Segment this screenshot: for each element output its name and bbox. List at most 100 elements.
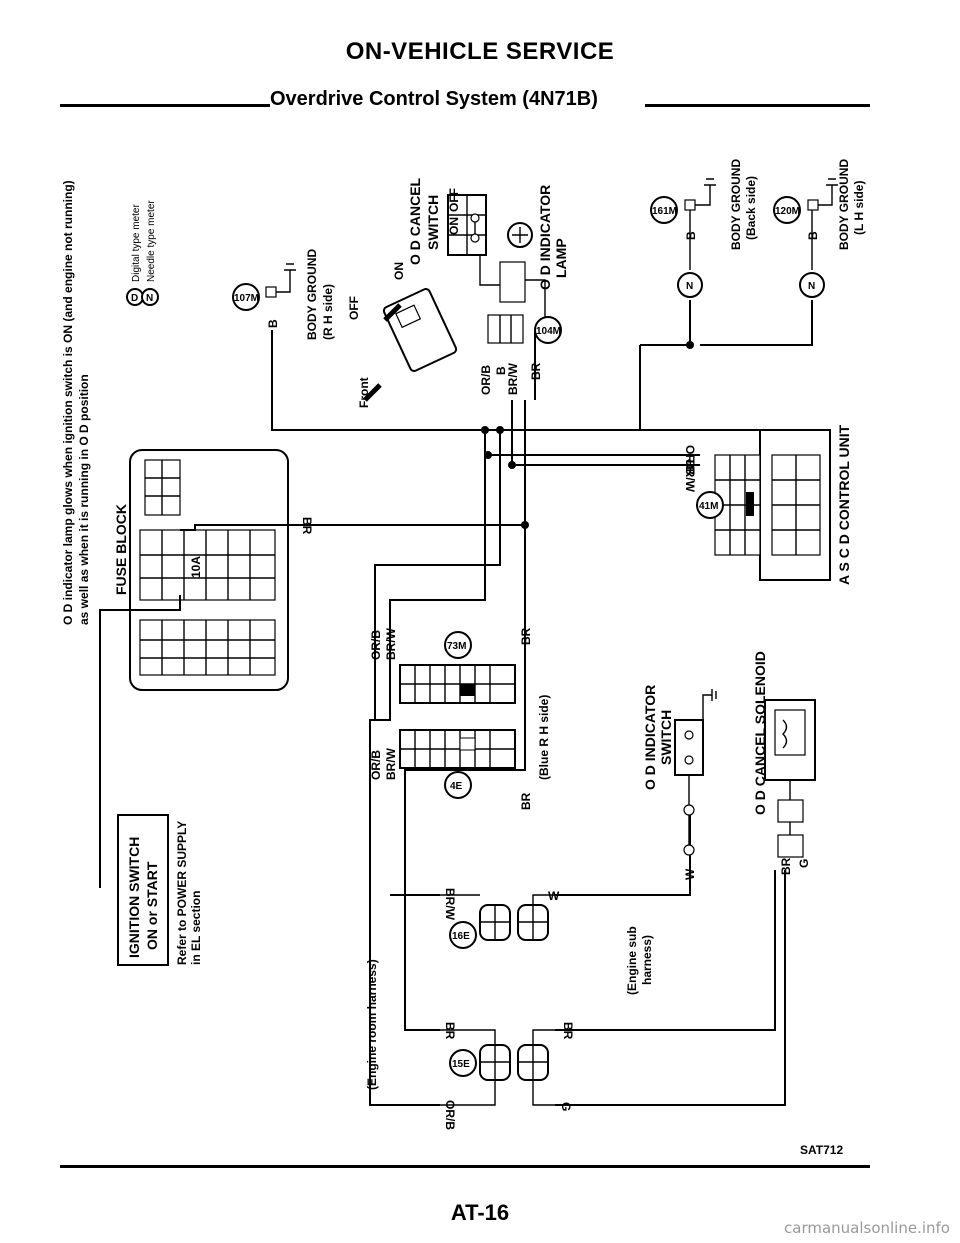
fuse-block-label: FUSE BLOCK: [113, 504, 129, 595]
main-wiring: [99, 300, 821, 1106]
header-rule-left: [60, 104, 270, 107]
wire-b-161m: B: [684, 231, 698, 240]
wire-orb-4e: OR/B: [369, 750, 383, 780]
digital-symbol: D: [126, 288, 144, 306]
wire-brw-top: BR/W: [506, 362, 520, 395]
body-ground-rh-side: (R H side): [321, 284, 335, 340]
body-ground-back-side: (Back side): [744, 176, 758, 240]
od-on-label: ON: [392, 262, 406, 280]
power-supply-ref: Refer to POWER SUPPLY: [175, 821, 189, 965]
wire-orb-top: OR/B: [479, 365, 493, 395]
ignition-switch: [117, 814, 169, 966]
engine-sub-harness-label: (Engine sub: [625, 926, 639, 995]
section-title: ON-VEHICLE SERVICE: [345, 38, 615, 65]
wire-g-15e: G: [559, 1102, 573, 1111]
od-indicator-lamp-label: O D INDICATOR: [537, 185, 553, 290]
connector-120m: 120M: [773, 178, 838, 270]
od-cancel-switch-label: O D CANCEL: [407, 177, 423, 265]
wire-br-73m: BR: [519, 627, 533, 645]
connector-107m-label: 107M: [234, 293, 259, 304]
diagram-subtitle: Overdrive Control System (4N71B): [270, 88, 598, 110]
connector-73m-label: 73M: [447, 641, 466, 652]
connector-104m-label: 104M: [536, 326, 561, 337]
wire-br-top: BR: [529, 362, 543, 380]
ascd-label: A S C D CONTROL UNIT: [836, 424, 852, 585]
ascd-control-unit: [714, 429, 831, 581]
connector-41m: 41M: [696, 491, 724, 519]
wire-brw-73m: BR/W: [384, 627, 398, 660]
wire-br-fuse: BR: [300, 517, 314, 535]
connector-15e-label: 15E: [452, 1059, 470, 1070]
header-rule-right: [645, 104, 870, 107]
body-ground-lh: BODY GROUND: [837, 159, 851, 250]
page-number: AT-16: [450, 1200, 510, 1225]
wire-orb-15e: OR/B: [443, 1100, 457, 1130]
n-symbol-left: N: [677, 272, 703, 298]
od-switch-knob-illustration: [363, 288, 458, 402]
ignition-switch-label: IGNITION SWITCH: [126, 837, 142, 958]
connector-161m-label: 161M: [652, 206, 677, 217]
connector-4e: 4E: [444, 771, 472, 799]
connector-15e-pair: [440, 1029, 555, 1106]
wire-junctions: [481, 341, 694, 529]
wire-brw-ascd: BR/W: [683, 460, 697, 493]
digital-symbol-letter: D: [131, 293, 138, 304]
od-cancel-switch-label-2: SWITCH: [425, 195, 441, 250]
connector-16e-pair: [440, 894, 555, 941]
connector-73m: 73M: [444, 631, 472, 659]
od-cancel-solenoid: [764, 699, 816, 858]
wire-brw-4e: BR/W: [384, 747, 398, 780]
connector-41m-label: 41M: [699, 501, 718, 512]
wire-orb-ascd: OR/B: [683, 445, 697, 475]
connector-4e-label: 4E: [450, 781, 463, 792]
wire-g-solenoid: G: [797, 859, 811, 868]
engine-sub-harness-label-2: harness): [640, 935, 654, 985]
n-symbol-left-letter: N: [686, 281, 693, 292]
wire-w-od-switch: W: [683, 868, 697, 880]
od-indicator-switch-label-2: SWITCH: [658, 710, 674, 765]
watermark: carmanualsonline.info: [784, 1219, 950, 1237]
connector-104m: 104M: [534, 316, 562, 344]
footer-rule: [60, 1165, 870, 1168]
body-ground-rh: BODY GROUND: [305, 249, 319, 340]
wire-w-16e: W: [548, 889, 560, 903]
od-cancel-switch: [447, 194, 487, 256]
od-indicator-lamp-label-2: LAMP: [553, 238, 569, 278]
wire-br-15e-right: BR: [561, 1022, 575, 1040]
fuse-10a-label: 10A: [189, 556, 203, 578]
connector-73m-block: [399, 664, 516, 704]
n-symbol-right: N: [799, 272, 825, 298]
od-indicator-switch: [674, 689, 717, 856]
n-symbol-right-letter: N: [808, 281, 815, 292]
note-od-lamp-line2: as well as when it is running in O D pos…: [77, 374, 91, 625]
wire-b-120m: B: [806, 231, 820, 240]
wire-brw-16e: BR/W: [443, 888, 457, 921]
connector-16e-label: 16E: [452, 931, 470, 942]
figure-code: SAT712: [800, 1143, 844, 1157]
wire-b-top: B: [494, 366, 508, 375]
wire-orb-73m: OR/B: [369, 630, 383, 660]
wire-b-107m: B: [266, 319, 280, 328]
od-off-label: OFF: [347, 296, 361, 320]
fuse-block: [129, 449, 289, 691]
needle-symbol: N: [141, 288, 159, 306]
note-od-lamp-line1: O D indicator lamp glows when ignition s…: [61, 180, 75, 625]
body-ground-back: BODY GROUND: [729, 159, 743, 250]
power-supply-section: in EL section: [189, 891, 203, 965]
connector-161m: 161M: [650, 178, 716, 270]
od-switch-on-label: ON: [447, 217, 461, 235]
needle-symbol-letter: N: [146, 293, 153, 304]
engine-room-harness-label: (Engine room harness): [365, 959, 379, 1090]
ignition-switch-state: ON or START: [144, 861, 160, 950]
note-needle: Needle type meter: [146, 200, 157, 282]
wire-br-4e: BR: [519, 792, 533, 810]
connector-4e-block: [399, 729, 516, 769]
wire-br-15e-left: BR: [443, 1022, 457, 1040]
body-ground-lh-side: (L H side): [852, 181, 866, 235]
od-indicator-switch-label: O D INDICATOR: [642, 685, 658, 790]
connector-16e: 16E: [449, 921, 477, 949]
od-switch-off-label: OFF: [447, 188, 461, 212]
connector-120m-label: 120M: [775, 206, 800, 217]
note-digital: Digital type meter: [131, 204, 142, 282]
